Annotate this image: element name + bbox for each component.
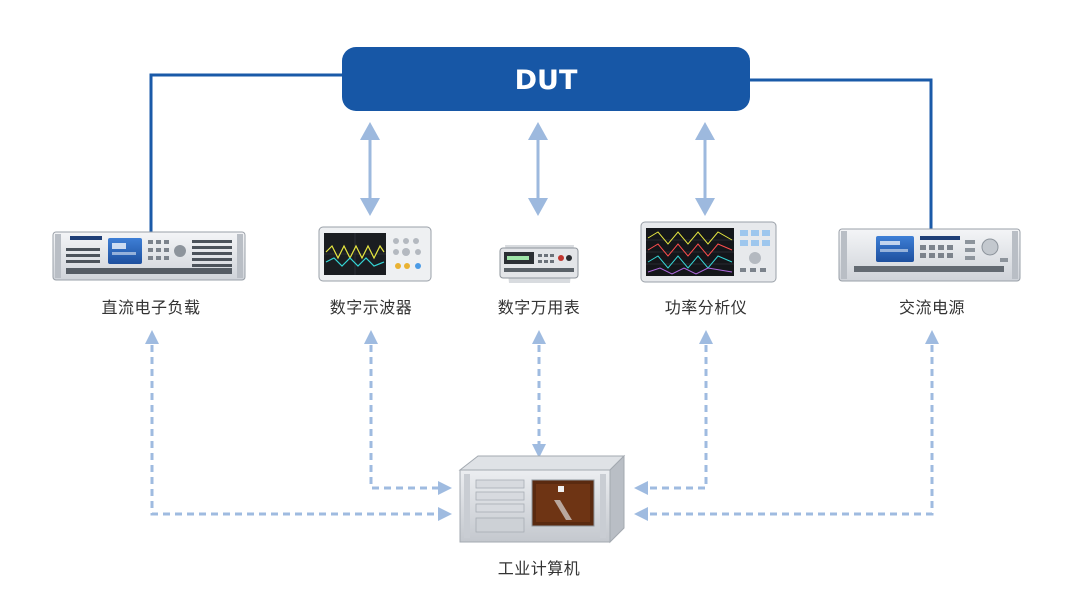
control-line-oscilloscope [369, 345, 438, 490]
power-line-dc-load [149, 73, 345, 232]
control-line-dc-load [150, 345, 438, 516]
control-arrow-power-analyzer-pc [634, 481, 648, 495]
signal-arrow-oscilloscope [360, 122, 380, 216]
control-arrow-oscilloscope-top [364, 330, 378, 344]
control-arrow-dc-load-top [145, 330, 159, 344]
industrial-computer-icon [458, 454, 626, 544]
control-arrow-multimeter-pc [532, 444, 546, 458]
industrial-computer-label: 工业计算机 [497, 559, 581, 578]
control-arrow-power-analyzer-top [699, 330, 713, 344]
ac-power-source-icon [838, 228, 1021, 282]
ac-power-source-label: 交流电源 [898, 298, 965, 317]
dut-label: DUT [515, 65, 578, 96]
digital-oscilloscope-icon [318, 226, 432, 282]
dc-electronic-load-icon [52, 231, 246, 281]
dut-block: DUT [342, 47, 750, 111]
control-arrow-multimeter-top [532, 330, 546, 344]
control-line-ac-source [648, 345, 934, 516]
digital-multimeter-label: 数字万用表 [497, 298, 581, 317]
control-arrow-ac-source-top [925, 330, 939, 344]
signal-arrow-power-analyzer [695, 122, 715, 216]
signal-arrow-multimeter [528, 122, 548, 216]
digital-oscilloscope-label: 数字示波器 [329, 298, 413, 317]
power-analyzer-label: 功率分析仪 [664, 298, 748, 317]
power-analyzer-icon [640, 221, 777, 283]
power-line-ac-source [748, 78, 933, 232]
digital-multimeter-icon [499, 245, 579, 283]
control-line-power-analyzer [648, 345, 708, 490]
dc-electronic-load-label: 直流电子负载 [101, 298, 201, 317]
control-arrow-dc-load-pc [438, 507, 452, 521]
control-arrow-oscilloscope-pc [438, 481, 452, 495]
control-arrow-ac-source-pc [634, 507, 648, 521]
